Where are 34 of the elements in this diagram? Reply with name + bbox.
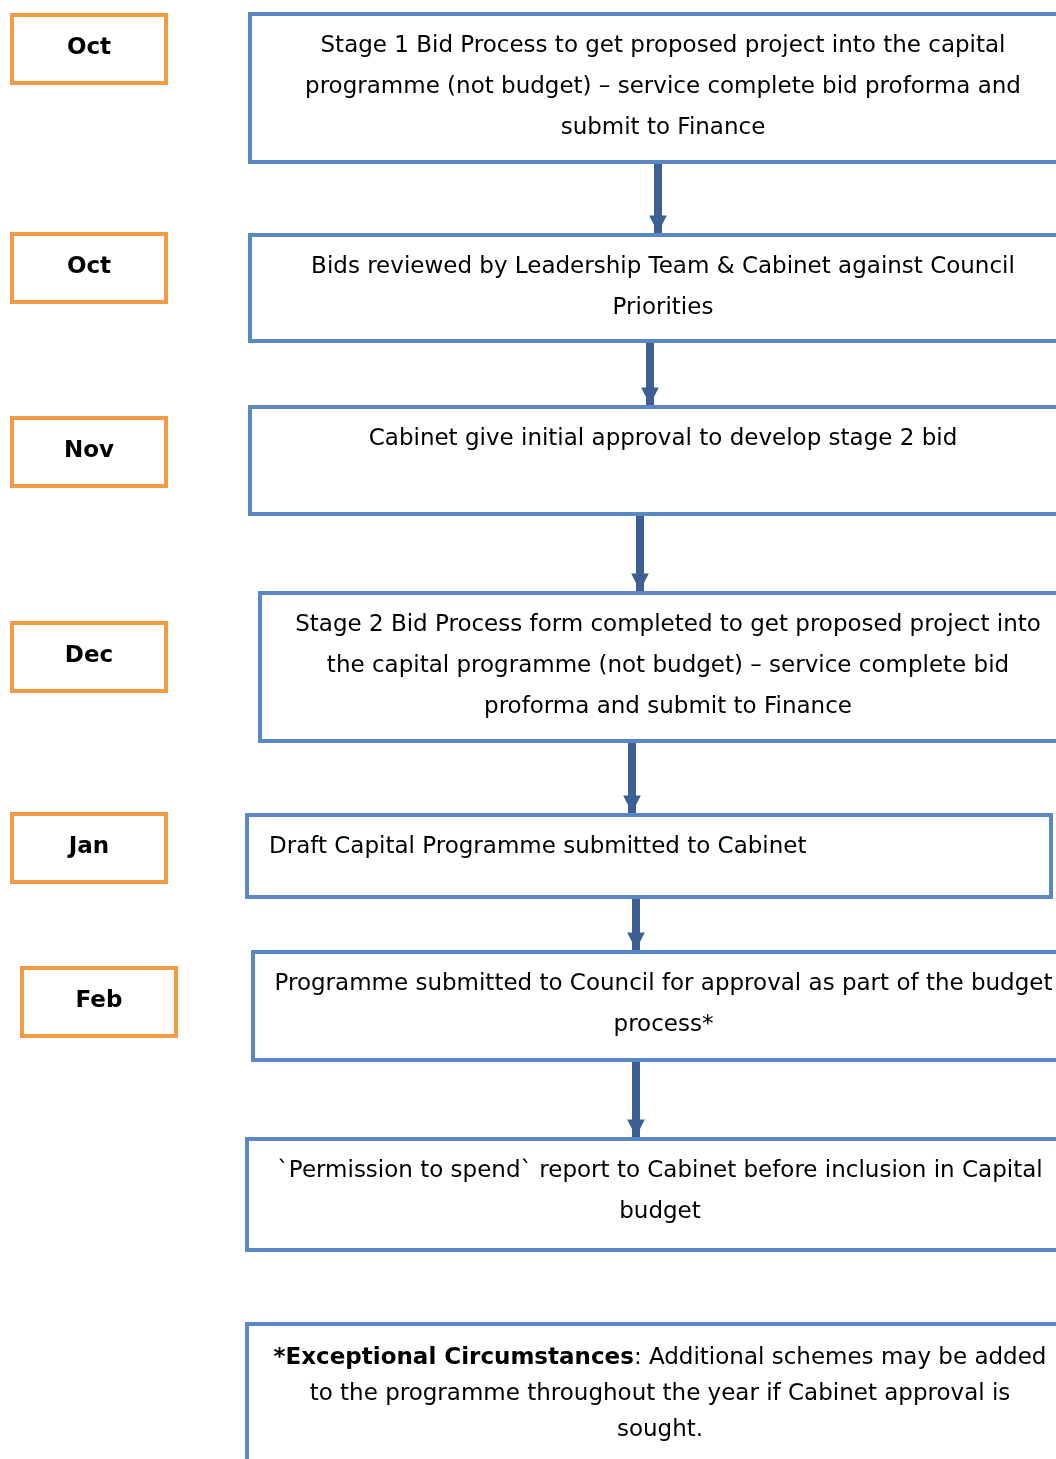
arrow [627, 1062, 645, 1137]
month-label: Oct [66, 33, 112, 59]
note-box [245, 1322, 1056, 1459]
step-text: `Permission to spend` report to Cabinet before inclusion in Capital budget [276, 1155, 1044, 1225]
step-text: Stage 1 Bid Process to get proposed project into the capital programme (not budget) – service complete bid proforma and submit to Finance [304, 30, 1022, 141]
process-box [248, 12, 1056, 164]
process-box [245, 1137, 1056, 1252]
step-text: Cabinet give initial approval to develop stage 2 bid [368, 423, 958, 452]
month-label: Nov [63, 436, 114, 462]
process-box [258, 591, 1056, 743]
process-box [245, 813, 1053, 899]
month-box [20, 966, 178, 1038]
arrow [649, 164, 667, 233]
month-box [10, 621, 168, 693]
step-text: *Exceptional Circumstances: Additional schemes may be added to the programme throughout the year if Cabinet approval is sought. [272, 1342, 1048, 1443]
step-text: Programme submitted to Council for approval as part of the budget process* [273, 968, 1054, 1038]
arrow [631, 516, 649, 591]
step-text: Bids reviewed by Leadership Team & Cabinet against Council Priorities [310, 251, 1016, 321]
month-label: Feb [75, 986, 123, 1012]
month-box [10, 13, 168, 85]
month-label: Oct [66, 252, 112, 278]
arrow [623, 743, 641, 813]
process-box [248, 233, 1056, 343]
step-text: Draft Capital Programme submitted to Cabinet [269, 831, 807, 860]
month-label: Jan [68, 832, 110, 858]
process-box [248, 405, 1056, 516]
month-box [10, 416, 168, 488]
month-label: Dec [64, 641, 114, 667]
month-box [10, 232, 168, 304]
month-box [10, 812, 168, 884]
step-text: Stage 2 Bid Process form completed to get proposed project into the capital programme (not budget) – service complete bid proforma and submit to Finance [294, 609, 1042, 720]
arrow [641, 343, 659, 405]
process-box [251, 950, 1056, 1062]
arrow [627, 899, 645, 950]
